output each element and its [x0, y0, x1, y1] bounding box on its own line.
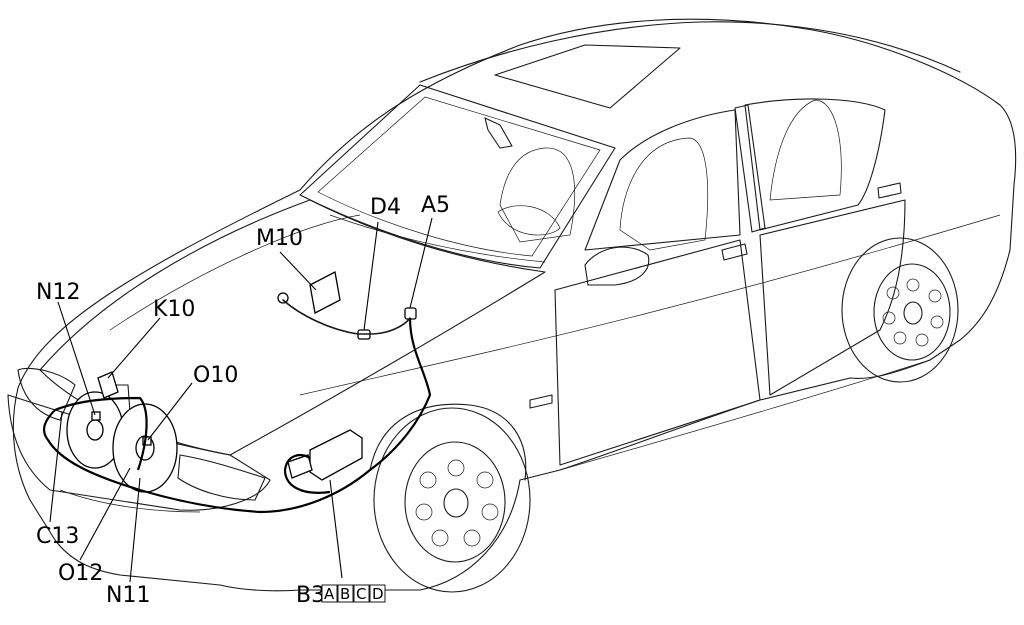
callout-o12: O12: [58, 561, 103, 586]
rear-rim-holes: [882, 278, 944, 347]
roof-line: [419, 21, 961, 83]
callout-k10: K10: [153, 297, 195, 322]
variant-label-c: C: [356, 585, 366, 603]
side-mirror: [584, 246, 650, 286]
variant-box-a: A: [321, 584, 338, 603]
connector-variant-boxes: A B C D: [321, 584, 386, 603]
callout-m10: M10: [256, 226, 303, 251]
hood-crease: [109, 214, 361, 331]
callout-a5: A5: [421, 193, 450, 218]
seat-right: [619, 137, 709, 251]
front-door-handle: [721, 243, 748, 261]
b-pillar: [734, 104, 766, 233]
callout-d4: D4: [370, 195, 401, 220]
n12-connector: [91, 411, 101, 421]
rear-door-window: [744, 98, 886, 231]
leader-k10: [107, 317, 161, 379]
m10-plug: [277, 292, 289, 304]
variant-box-d: D: [369, 584, 386, 603]
rocker-line: [559, 359, 931, 471]
side-crease: [299, 214, 1001, 396]
m10-control-unit: [309, 271, 341, 314]
wiring-harness: [42, 299, 432, 514]
headlight-left: [17, 367, 76, 421]
leader-d4: [363, 221, 379, 331]
expansion-tank: [97, 371, 119, 399]
rear-seat: [769, 99, 842, 201]
sunroof: [494, 44, 681, 109]
o10-connector: [142, 436, 152, 446]
front-door-window: [584, 109, 741, 251]
rear-hub: [903, 301, 923, 325]
steering-wheel: [497, 205, 561, 236]
harness-b3-branch: [283, 454, 331, 494]
leader-o10: [147, 382, 193, 441]
leader-n11: [129, 477, 141, 583]
variant-box-b: B: [337, 584, 354, 603]
variant-label-b: B: [340, 585, 350, 603]
rear-door: [759, 199, 906, 396]
harness-main-loop: [42, 317, 432, 514]
car-illustration: [7, 18, 1017, 593]
a5-connector: [404, 307, 417, 320]
callout-n11: N11: [106, 583, 150, 608]
rear-tire: [841, 237, 959, 383]
front-wheel-arch: [369, 403, 527, 481]
front-door: [554, 239, 761, 466]
callout-b3: B3: [296, 583, 325, 608]
leader-lines: [49, 217, 433, 583]
callout-n12: N12: [36, 280, 80, 305]
rear-door-handle: [877, 182, 902, 199]
harness-m10-branch: [282, 299, 411, 335]
leader-o12: [79, 467, 131, 561]
car-body-outline: [12, 18, 1017, 592]
b3-control-unit: [309, 429, 363, 481]
variant-label-d: D: [372, 585, 384, 603]
leader-m10: [279, 251, 317, 291]
variant-label-a: A: [324, 585, 335, 603]
callout-c13: C13: [36, 524, 79, 549]
front-rim: [404, 441, 506, 563]
callout-labels: D4 A5 M10 N12 K10 O10 C13 O12 N11 B3: [36, 193, 450, 608]
front-tire: [373, 407, 531, 593]
rear-rim: [873, 263, 951, 361]
leader-b3: [329, 479, 343, 579]
leader-c13: [49, 411, 63, 523]
lower-intake: [59, 489, 201, 513]
callout-o10: O10: [193, 363, 238, 388]
seat-left: [499, 147, 575, 243]
headlight-right: [177, 454, 266, 501]
harness-front-upper: [54, 396, 148, 471]
b3-connector: [287, 454, 313, 479]
engine-bay: [66, 271, 417, 493]
windshield-inner: [317, 96, 601, 257]
front-hub: [443, 488, 469, 518]
leader-n12: [57, 301, 96, 416]
dashboard: [329, 214, 546, 263]
front-rim-holes: [415, 459, 499, 547]
cooling-fan-left-hub: [86, 419, 104, 441]
rearview-mirror: [484, 117, 513, 149]
hood-panel: [39, 199, 546, 456]
side-marker: [529, 394, 553, 409]
leader-a5: [409, 217, 433, 309]
variant-box-c: C: [353, 584, 370, 603]
windshield: [299, 84, 616, 269]
